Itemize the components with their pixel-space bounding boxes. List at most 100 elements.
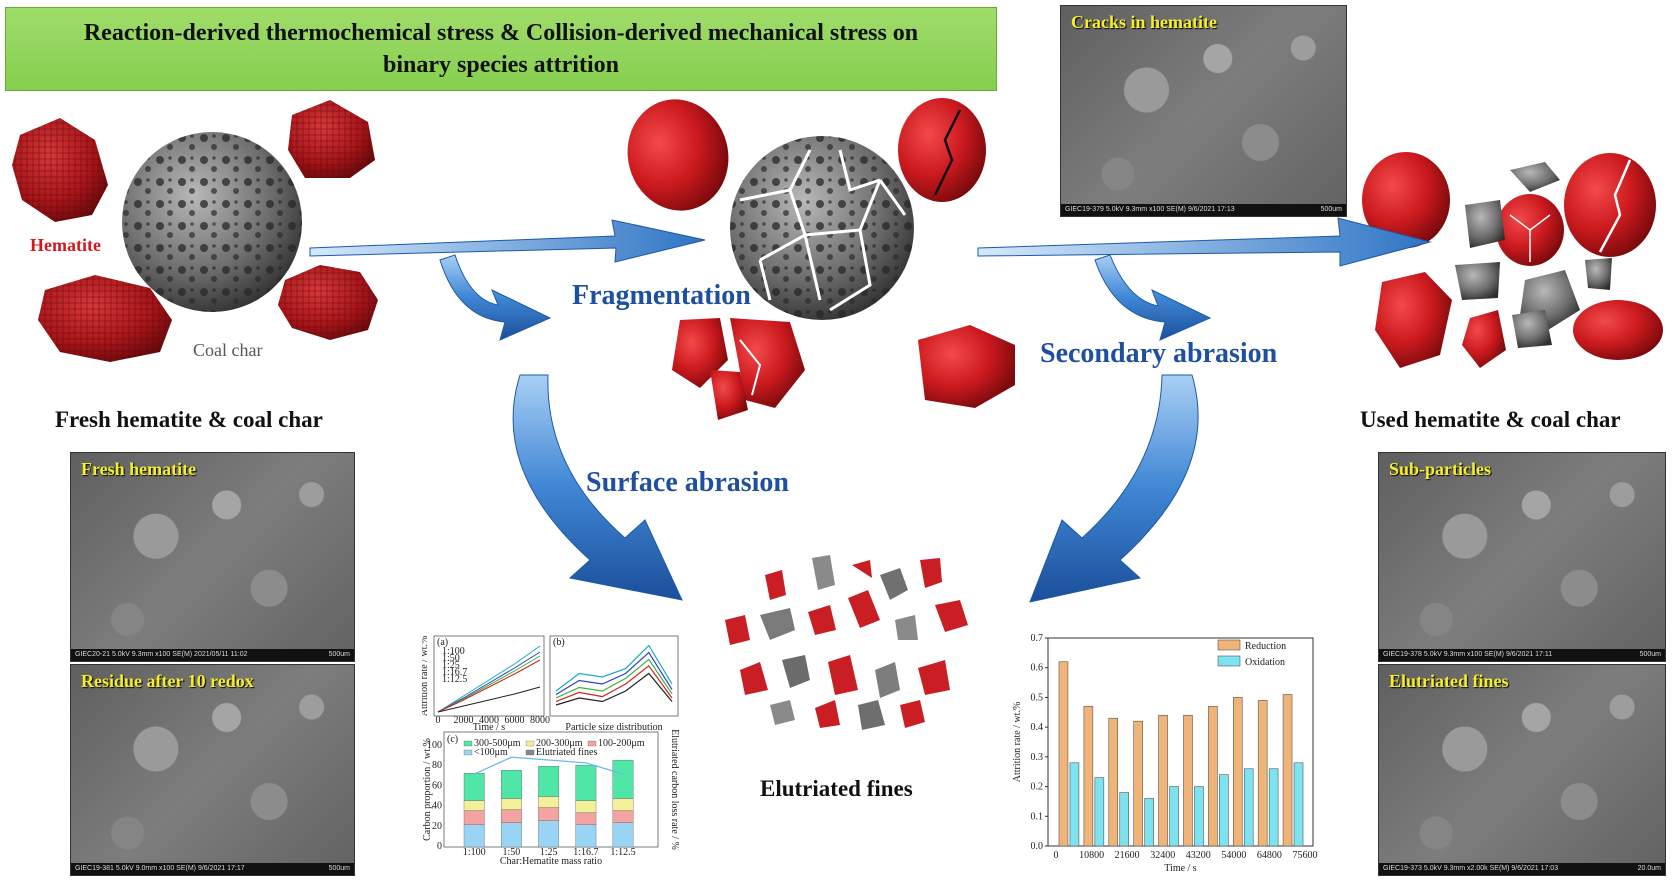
sem-image-sub-particles: Sub-particles GIEC19-378 5.0kV 9.3mm x10…: [1378, 452, 1666, 662]
bar-oxidation: [1243, 768, 1254, 847]
panel-b-line: [555, 651, 673, 696]
y-tick-label: 0.5: [1031, 692, 1044, 703]
y-tick-label: 0.1: [1031, 811, 1044, 822]
fine-particle: [808, 605, 836, 635]
panel-c-xlabel: Char:Hematite mass ratio: [500, 856, 602, 867]
fine-particle: [895, 615, 918, 640]
fine-particle: [740, 662, 768, 695]
bar-reduction: [1133, 720, 1143, 847]
bar-reduction: [1183, 714, 1193, 847]
fine-particle: [920, 558, 942, 588]
bar-oxidation: [1119, 792, 1130, 847]
panel-c-ytick: 20: [432, 821, 442, 832]
arrow-secondary-abrasion: [1029, 374, 1199, 603]
fine-particle: [812, 555, 835, 590]
panel-a-legend: 1:25: [442, 660, 460, 671]
arrow-to-used: [977, 217, 1432, 267]
panel-c-y2label: Elutriated carbon loss rate / %: [669, 729, 680, 850]
legend-swatch: [1217, 655, 1241, 667]
panel-a-tag: (a): [437, 637, 448, 648]
panel-a-line: [437, 655, 541, 713]
panel-c-bar: [463, 824, 485, 848]
panel-c-legend-swatch: [587, 740, 597, 747]
panel-c-legend: Elutriated fines: [536, 747, 597, 758]
arrow-fragmentation-curve: [439, 254, 552, 341]
panel-a-ylabel: Attrition rate / wt.%: [422, 636, 430, 717]
fresh-particles-group: [12, 100, 378, 362]
panel-a-line: [437, 645, 541, 713]
panel-a-xtick: 4000: [479, 715, 499, 726]
x-tick-label: 75600: [1293, 850, 1318, 861]
panel-a-line: [437, 651, 541, 713]
panel-b-line: [555, 664, 673, 703]
panel-c-xtick: 1:25: [540, 847, 558, 858]
panel-b-area: [549, 635, 679, 717]
panel-c-ylabel: Carbon proportion / wt.%: [422, 738, 433, 841]
arrow-to-fragmentation: [309, 219, 706, 263]
panel-a-legend: 1:16.7: [442, 667, 467, 678]
panel-c-bar: [500, 798, 522, 810]
sem-label: Residue after 10 redox: [81, 671, 254, 691]
panel-c-xtick: 1:12.5: [610, 847, 635, 858]
panel-c-legend: 200-300μm: [536, 738, 583, 749]
sem-info-bar: GIEC19-378 5.0kV 9.3mm x100 SE(M) 9/6/20…: [1379, 649, 1665, 661]
panel-c-bar: [538, 765, 560, 797]
panel-c-tag: (c): [447, 734, 458, 745]
panel-c-bar: [463, 800, 485, 811]
panel-b-line: [555, 658, 673, 699]
fine-particle: [828, 655, 858, 695]
bar-oxidation: [1293, 762, 1304, 847]
panel-c-legend-swatch: [525, 740, 535, 747]
panel-c-ytick: 60: [432, 780, 442, 791]
panel-a-line: [437, 659, 541, 713]
panel-c-xtick: 1:100: [463, 847, 486, 858]
secondary-abrasion-label: Secondary abrasion: [1040, 338, 1278, 369]
panel-c-ytick: 40: [432, 801, 442, 812]
sem-image-cracks: Cracks in hematite GIEC19-379 5.0kV 9.3m…: [1060, 5, 1347, 217]
bar-reduction: [1158, 714, 1168, 847]
hematite-particle: [1362, 152, 1450, 248]
fine-particle: [880, 568, 908, 600]
y-tick-label: 0.6: [1031, 663, 1044, 674]
panel-c-bar: [463, 773, 485, 801]
coal-char-label: Coal char: [193, 340, 263, 360]
bar-reduction: [1208, 706, 1218, 847]
title-line2: binary species attrition: [383, 52, 619, 78]
bar-reduction: [1108, 717, 1119, 847]
bar-oxidation: [1144, 798, 1154, 847]
arrow-surface-abrasion: [512, 374, 683, 601]
bar-oxidation: [1169, 786, 1179, 847]
panel-c-bar: [575, 812, 597, 825]
panel-c-bar: [612, 798, 634, 811]
char-fragment: [1465, 200, 1505, 248]
hematite-particle: [627, 99, 729, 211]
sem-info-bar: GIEC20-21 5.0kV 9.3mm x100 SE(M) 2021/05…: [71, 649, 354, 661]
panel-c-legend: <100μm: [474, 747, 508, 758]
fine-particle: [782, 655, 810, 688]
sem-label: Cracks in hematite: [1071, 12, 1217, 32]
hematite-label: Hematite: [30, 235, 101, 255]
fine-particle: [935, 600, 968, 632]
panel-c-bar: [500, 770, 522, 799]
sem-info-bar: GIEC19-381 5.0kV 9.0mm x100 SE(M) 9/6/20…: [71, 863, 354, 875]
bar-reduction: [1058, 661, 1069, 847]
panel-b-xlabel: Particle size distribution: [565, 722, 662, 733]
hematite-fragment: [710, 370, 748, 420]
bar-reduction: [1282, 694, 1293, 847]
char-fragment: [1512, 310, 1552, 348]
sem-image-residue: Residue after 10 redox GIEC19-381 5.0kV …: [70, 664, 355, 876]
surface-abrasion-label: Surface abrasion: [586, 467, 789, 498]
panel-a-xtick: 6000: [505, 715, 525, 726]
char-fragment: [1585, 258, 1612, 290]
fines-caption: Elutriated fines: [760, 776, 913, 801]
bar-reduction: [1083, 706, 1094, 847]
title-text: Reaction-derived thermochemical stress &…: [51, 17, 951, 81]
bar-oxidation: [1268, 768, 1279, 847]
panel-c-ytick: 80: [432, 760, 442, 771]
hematite-fragment: [1462, 310, 1506, 368]
elutriated-fines-cluster: [725, 555, 968, 730]
fine-particle: [918, 660, 950, 695]
fine-particle: [815, 700, 840, 728]
